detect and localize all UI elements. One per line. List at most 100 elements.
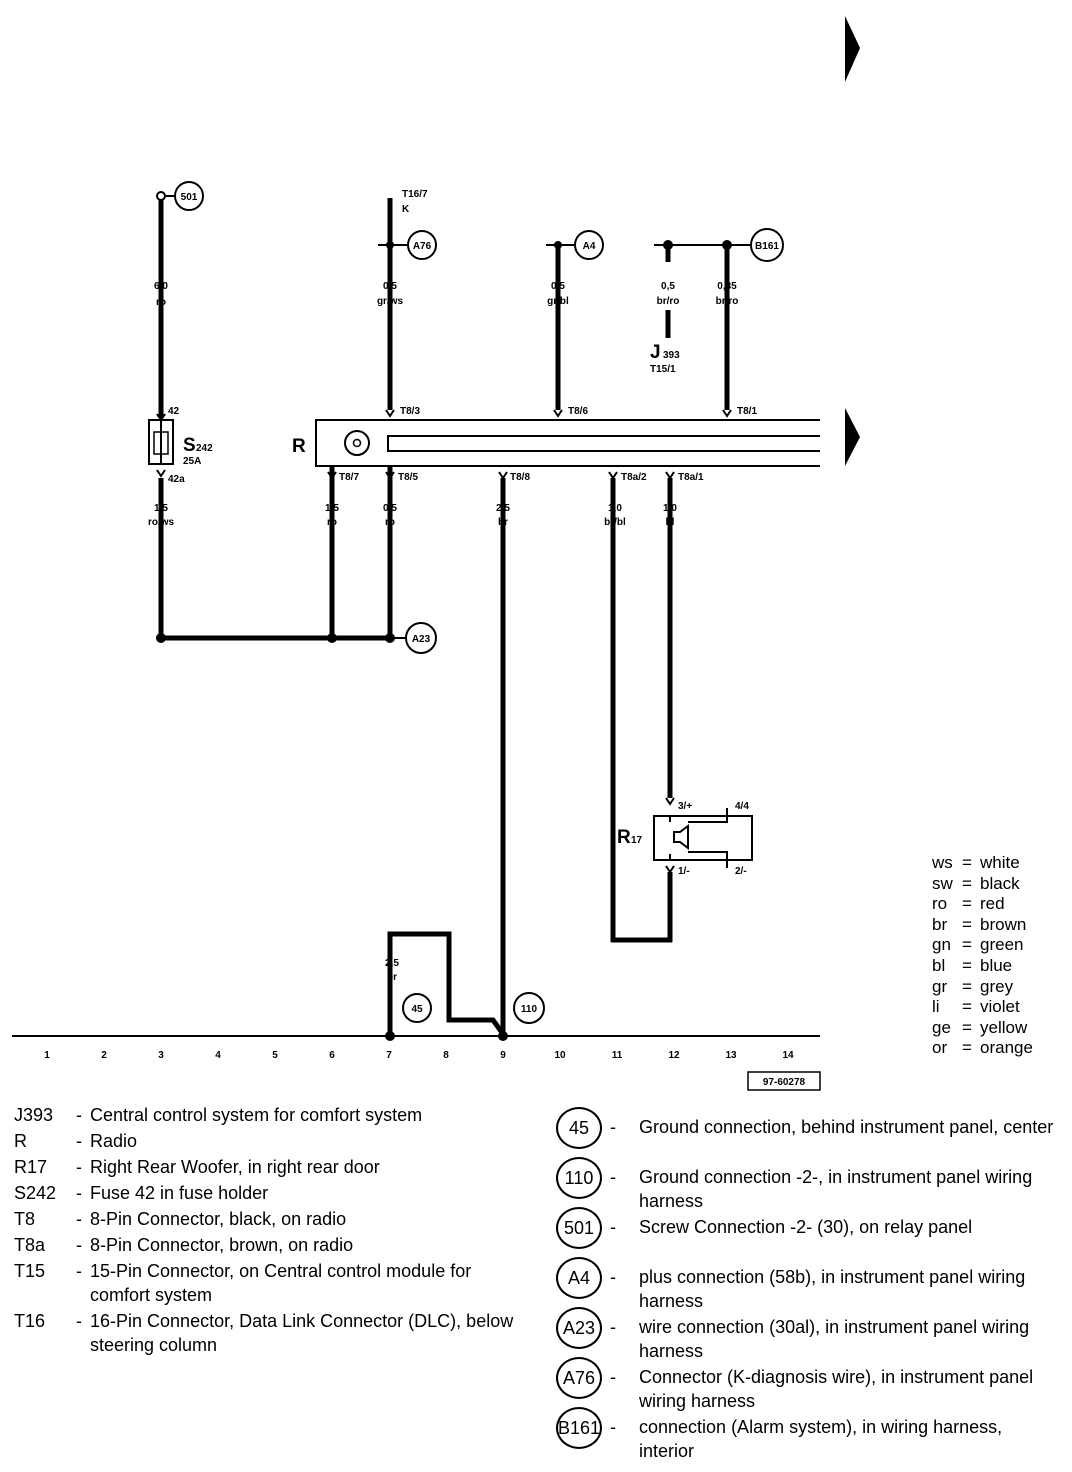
svg-text:0,5: 0,5 [551, 281, 565, 292]
reference-code: 97-60278 [747, 1071, 821, 1091]
track-number: 9 [500, 1050, 506, 1061]
equals-sign: = [962, 997, 972, 1017]
fuse-s242: 42 42a S 242 25A [148, 406, 213, 485]
color-key-row: gn=green [932, 935, 1062, 956]
wire-a4-radio [546, 241, 576, 418]
svg-text:T8/7: T8/7 [339, 472, 359, 483]
equals-sign: = [962, 914, 972, 934]
dash: - [610, 1417, 616, 1437]
pin-t16-7: T16/7 [402, 189, 428, 200]
component-code: T15 [14, 1261, 46, 1281]
color-code: ws [932, 853, 953, 872]
track-number: 3 [158, 1050, 164, 1061]
dash: - [76, 1131, 82, 1151]
component-code: T8a [14, 1235, 46, 1255]
color-code: gr [932, 976, 948, 996]
svg-text:T15/1: T15/1 [650, 364, 676, 375]
equals-sign: = [962, 873, 972, 893]
color-key-row: ro=red [932, 894, 1062, 915]
svg-text:0,5: 0,5 [661, 281, 675, 292]
svg-text:T8/6: T8/6 [568, 406, 588, 417]
wiring-diagram: 501 6,0 ro 42 42a S 242 25A 1,5 ro/ws A2… [12, 16, 860, 1091]
connection-description: Ground connection -2-, in instrument pan… [639, 1167, 1033, 1211]
connection-row: B161-connection (Alarm system), in wirin… [556, 1407, 1056, 1461]
component-row: T15-15-Pin Connector, on Central control… [14, 1259, 534, 1307]
color-code: gn [932, 935, 951, 955]
wire-b161 [654, 240, 752, 418]
connection-code: A76 [556, 1357, 602, 1399]
svg-text:0,35: 0,35 [717, 281, 737, 292]
continue-arrow-radio[interactable] [845, 408, 860, 466]
radio-label: R [292, 436, 306, 457]
color-key-row: ws=white [932, 853, 1062, 874]
component-j393: J 393 T15/1 [650, 342, 680, 375]
component-row: T8a-8-Pin Connector, brown, on radio [14, 1233, 534, 1257]
svg-text:ro: ro [327, 517, 337, 528]
track-number: 10 [554, 1050, 566, 1061]
component-description: Central control system for comfort syste… [90, 1105, 423, 1125]
color-key-row: gr=grey [932, 977, 1062, 998]
svg-text:gr/bl: gr/bl [547, 296, 569, 307]
color-name: yellow [980, 1017, 1028, 1037]
svg-text:T8/8: T8/8 [510, 472, 530, 483]
component-row: J393 -Central control system for comfort … [14, 1103, 534, 1127]
dash: - [76, 1183, 82, 1203]
svg-text:T8/3: T8/3 [400, 406, 420, 417]
connection-code: 110 [556, 1157, 602, 1199]
speaker-r17[interactable] [653, 808, 753, 868]
color-name: orange [980, 1038, 1033, 1058]
dash: - [76, 1261, 82, 1281]
wire-ground-45 [385, 931, 508, 1041]
track-number: 13 [725, 1050, 737, 1061]
svg-text:K: K [402, 204, 410, 215]
connection-description: Ground connection, behind instrument pan… [639, 1117, 1054, 1137]
component-code: J393 [14, 1105, 54, 1125]
pin-42: 42 [168, 406, 180, 417]
connection-code: 45 [556, 1107, 602, 1149]
track-number: 14 [782, 1050, 794, 1061]
wire-speaker [610, 478, 675, 943]
svg-text:T8a/2: T8a/2 [621, 472, 647, 483]
color-key-row: sw=black [932, 874, 1062, 895]
dash: - [610, 1267, 616, 1287]
component-code: R [14, 1131, 27, 1151]
connection-code: 501 [556, 1207, 602, 1249]
svg-text:393: 393 [663, 350, 680, 361]
component-row: R -Radio [14, 1129, 534, 1153]
svg-text:T8/5: T8/5 [398, 472, 418, 483]
svg-text:ro: ro [385, 517, 395, 528]
wire-color: ro [156, 297, 166, 308]
wire-501-fuse [156, 191, 175, 418]
track-number: 7 [386, 1050, 392, 1061]
equals-sign: = [962, 1017, 972, 1037]
connection-code: B161 [556, 1407, 602, 1449]
dash: - [610, 1217, 616, 1237]
equals-sign: = [962, 976, 972, 996]
dash: - [76, 1105, 82, 1125]
svg-text:2,5: 2,5 [385, 958, 399, 969]
radio-unit[interactable] [315, 419, 820, 467]
component-code: T8 [14, 1209, 36, 1229]
svg-text:3/+: 3/+ [678, 801, 692, 812]
dash: - [76, 1209, 82, 1229]
dash: - [76, 1235, 82, 1255]
wire-fuse-a23 [156, 478, 406, 643]
component-description: Radio [90, 1131, 138, 1151]
svg-text:4/4: 4/4 [735, 801, 749, 812]
equals-sign: = [962, 1038, 972, 1058]
connector-a76: A76 [407, 230, 437, 260]
svg-text:242: 242 [196, 443, 213, 454]
wire-size: 6,0 [154, 281, 168, 292]
track-number: 6 [329, 1050, 335, 1061]
connection-description: plus connection (58b), in instrument pan… [639, 1267, 1026, 1311]
component-description: Right Rear Woofer, in right rear door [90, 1157, 380, 1177]
component-description: 16-Pin Connector, Data Link Connector (D… [90, 1311, 514, 1355]
component-row: T8-8-Pin Connector, black, on radio [14, 1207, 534, 1231]
color-key-row: ge=yellow [932, 1018, 1062, 1039]
connection-description: Screw Connection -2- (30), on relay pane… [639, 1217, 973, 1237]
equals-sign: = [962, 935, 972, 955]
continue-arrow-top[interactable] [845, 16, 860, 82]
component-code: R17 [14, 1157, 48, 1177]
connection-code: A23 [556, 1307, 602, 1349]
color-code: ro [932, 894, 948, 914]
